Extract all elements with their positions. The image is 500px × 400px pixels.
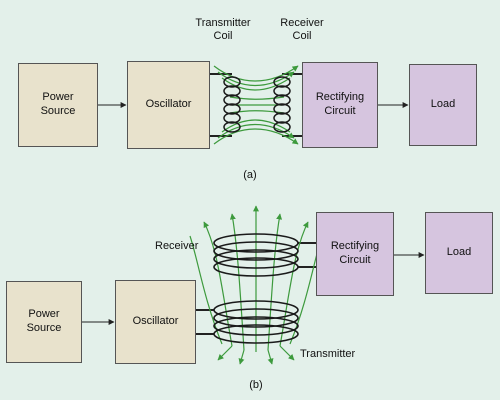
caption-b: (b) [249,379,263,391]
transmitter-coil-label-line2: Coil [213,30,233,43]
oscillator-block-a: Oscillator [127,61,210,149]
panel-a-field-lines [213,65,299,145]
rectifying-circuit-label-line1: Rectifying [315,91,365,104]
transmitter-label: Transmitter [300,348,356,360]
transmitter-coil-b [213,300,299,344]
receiver-coil-label-line2: Coil [292,30,312,43]
receiver-coil-label: Receiver Coil [275,17,329,43]
load-block-b: Load [425,212,493,294]
panel-b-field-lines [189,205,323,365]
rectifying-circuit-block-b: Rectifying Circuit [316,212,394,296]
transmitter-coil-label-line1: Transmitter [195,17,251,29]
caption-a: (a) [243,169,257,181]
receiver-coil-a [273,76,291,133]
oscillator-label: Oscillator [132,315,179,328]
power-source-label-line1: Power [42,91,74,104]
load-label: Load [430,98,456,111]
power-source-label-line1: Power [28,308,60,321]
receiver-label: Receiver [155,240,199,252]
rectifying-circuit-label-line2: Circuit [339,254,371,266]
oscillator-block-b: Oscillator [115,280,196,364]
rectifying-circuit-label-line1: Rectifying [330,240,380,253]
load-block-a: Load [409,64,477,146]
load-label: Load [446,246,472,259]
transmitter-coil-a [223,76,241,133]
receiver-coil-b [213,233,299,277]
transmitter-coil-label: Transmitter Coil [193,17,253,43]
power-source-label-line2: Source [40,105,76,117]
power-source-block-b: Power Source [6,281,82,363]
rectifying-circuit-label-line2: Circuit [324,105,356,117]
power-source-label-line2: Source [26,322,62,334]
receiver-coil-label-line1: Receiver [280,17,324,29]
rectifying-circuit-block-a: Rectifying Circuit [302,62,378,148]
power-source-block-a: Power Source [18,63,98,147]
oscillator-label: Oscillator [145,98,192,111]
panel-b-connections [82,242,425,335]
